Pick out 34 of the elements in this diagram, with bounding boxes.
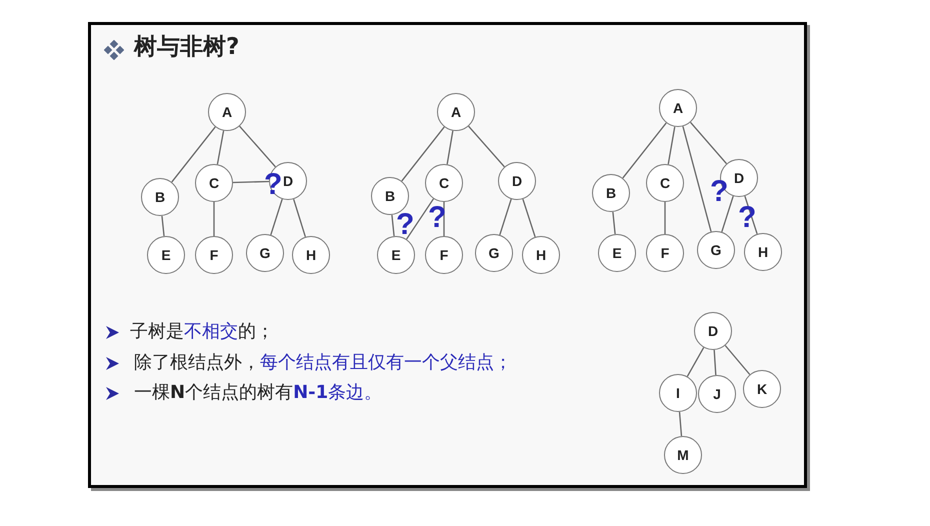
tree-edge <box>622 122 667 178</box>
tree-edge <box>714 350 716 376</box>
bullet-text: 的； <box>238 323 274 341</box>
tree-edge <box>293 198 306 238</box>
tree-edge <box>686 347 704 377</box>
bullet-text: 除了根结点外， <box>134 354 260 372</box>
tree-edge <box>499 198 512 236</box>
bullet-text: 一棵N个结点的树有 <box>134 384 294 402</box>
tree-edge <box>239 126 276 168</box>
tree-edge <box>690 122 727 164</box>
tree-edge <box>682 126 712 232</box>
tree-edge <box>678 412 682 436</box>
bullet-text: 子树是 <box>130 323 184 341</box>
tree-edge <box>522 198 536 238</box>
tree-edge <box>468 126 505 168</box>
tree-edge <box>721 196 734 232</box>
tree-edge <box>724 345 750 375</box>
tree-edge <box>391 214 395 236</box>
tree-edge <box>406 198 434 240</box>
bullet-text: N-1条边。 <box>293 384 382 402</box>
tree-edge <box>664 202 666 234</box>
tree-edge <box>171 126 216 182</box>
tree-edge <box>216 130 224 164</box>
tree-edge <box>161 216 165 236</box>
tree-edge <box>232 180 270 184</box>
slide-title: 树与非树? <box>134 36 240 59</box>
tree-edge <box>612 212 616 234</box>
tree-edge <box>401 126 445 182</box>
bullet-text: 不相交 <box>184 323 238 341</box>
tree-edge <box>213 202 215 236</box>
bullet-text: 每个结点有且仅有一个父结点； <box>260 354 512 372</box>
tree-edge <box>270 198 283 236</box>
tree-edge <box>668 126 676 164</box>
tree-edge <box>446 130 454 164</box>
